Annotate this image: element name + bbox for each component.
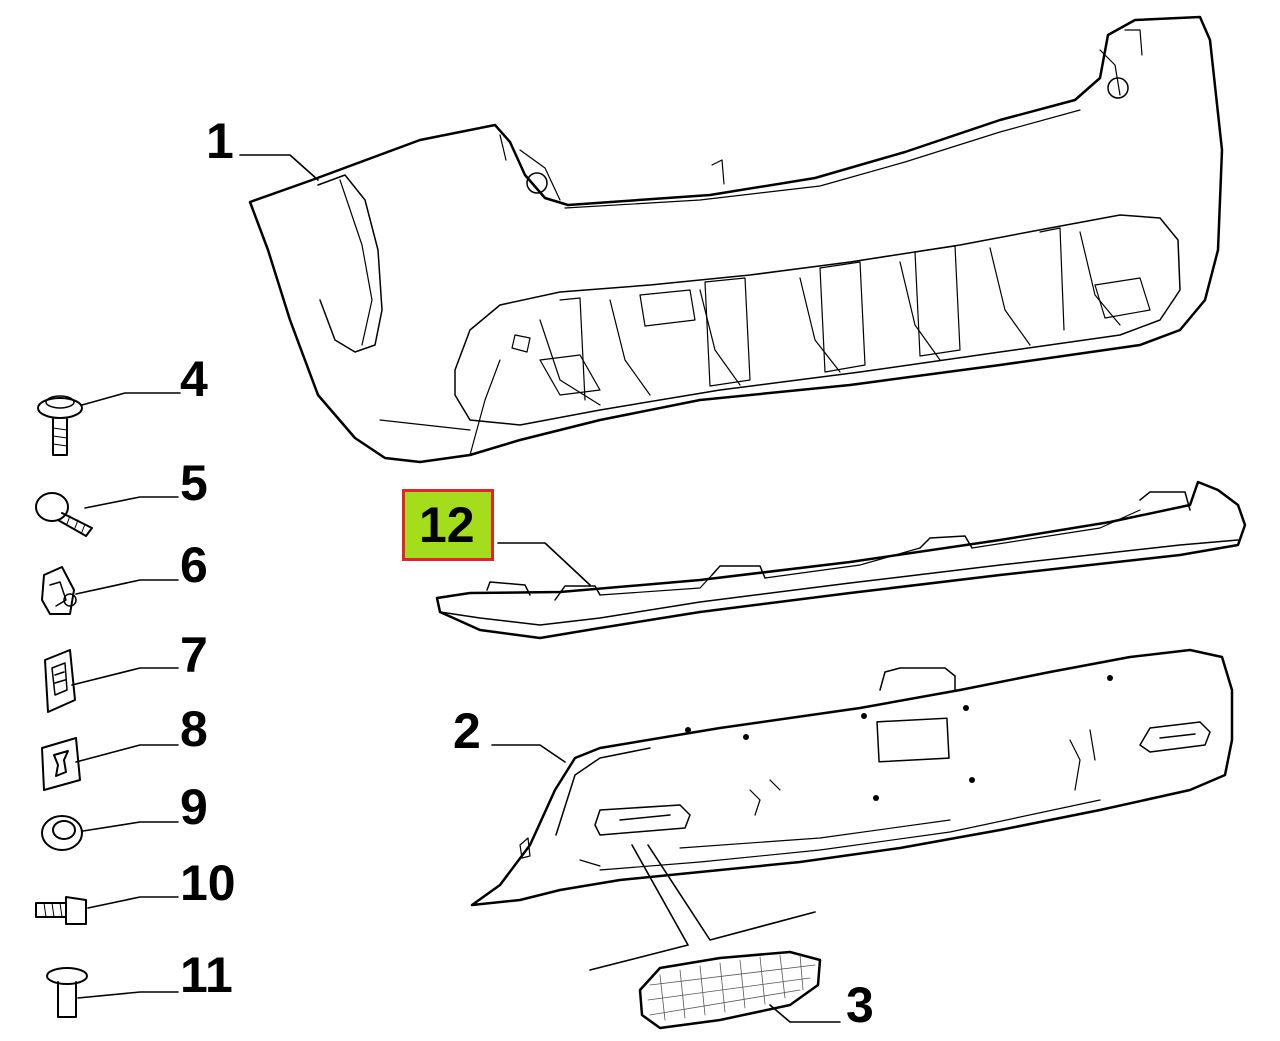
fastener-7 <box>44 649 76 713</box>
callout-11: 11 <box>180 947 233 1003</box>
diffuser-part <box>470 648 1234 907</box>
callout-4: 4 <box>180 351 208 407</box>
fastener-11 <box>46 967 88 1018</box>
callout-7: 7 <box>180 627 208 683</box>
fastener-9 <box>41 815 83 851</box>
fastener-8 <box>41 737 81 791</box>
highlight-box <box>402 489 494 561</box>
fastener-4 <box>37 395 83 456</box>
callout-12-highlighted[interactable]: 12 <box>419 497 475 553</box>
callout-2: 2 <box>453 703 481 759</box>
callout-3: 3 <box>846 977 874 1033</box>
callout-6: 6 <box>180 537 208 593</box>
rear-bumper-part <box>248 15 1224 464</box>
fastener-5 <box>35 492 93 537</box>
callout-9: 9 <box>180 779 208 835</box>
trim-strip-part <box>435 480 1247 640</box>
callout-8: 8 <box>180 701 208 757</box>
fastener-6 <box>41 566 77 615</box>
callout-10: 10 <box>180 855 236 911</box>
callout-1: 1 <box>206 113 234 169</box>
leader-lines <box>71 154 841 1023</box>
callout-5: 5 <box>180 455 208 511</box>
reflector-part <box>638 950 822 1030</box>
fastener-10 <box>35 896 87 925</box>
